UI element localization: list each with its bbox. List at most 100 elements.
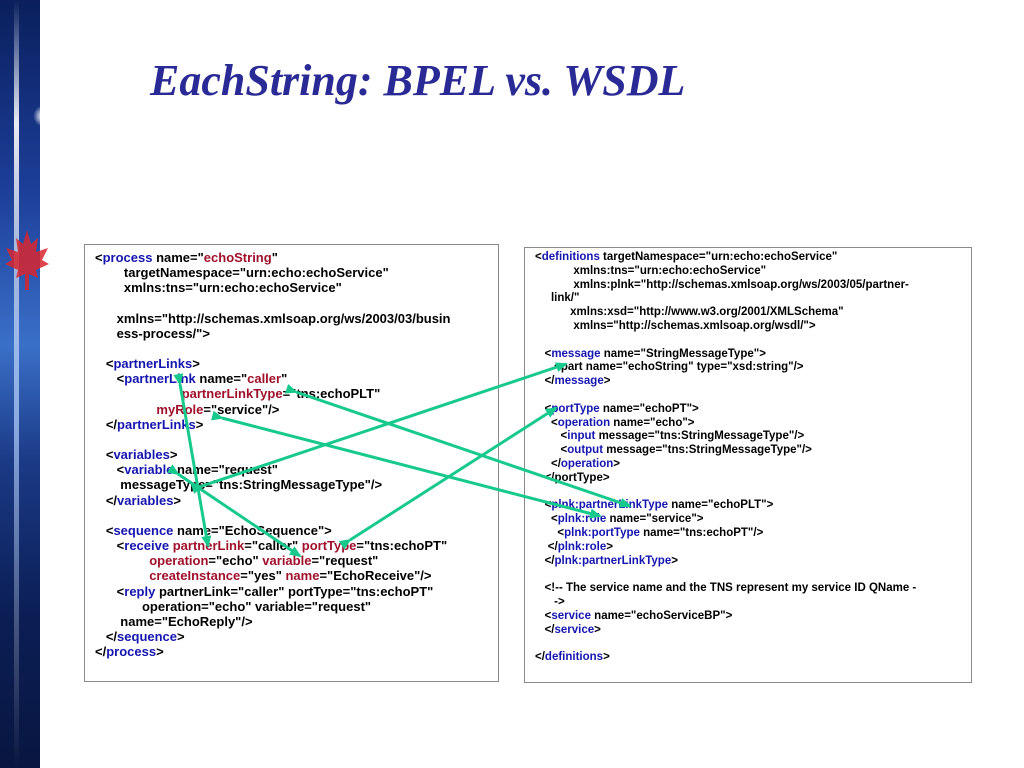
- code-text: targetNamespace="urn:echo:echoService": [95, 265, 389, 281]
- code-text: </: [95, 629, 118, 645]
- code-text: >: [192, 356, 200, 372]
- code-text: <: [535, 526, 565, 539]
- wsdl-code-line: </message>: [535, 375, 971, 389]
- code-text: <part name="echoString" type="xsd:string…: [535, 361, 804, 374]
- wsdl-code-line: </plnk:partnerLinkType>: [535, 555, 971, 569]
- code-text: ="echo": [208, 553, 263, 569]
- bpel-code-line: xmlns:tns="urn:echo:echoService": [95, 280, 498, 295]
- element-keyword: plnk:role: [557, 513, 607, 526]
- wsdl-code-line: <plnk:partnerLinkType name="echoPLT">: [535, 499, 971, 513]
- code-text: [95, 386, 182, 401]
- attribute-name: portType: [301, 538, 357, 554]
- bpel-code-line: targetNamespace="urn:echo:echoService": [95, 265, 498, 280]
- wsdl-code-line: xmlns:xsd="http://www.w3.org/2001/XMLSch…: [535, 306, 971, 320]
- element-keyword: message: [551, 347, 601, 360]
- wsdl-code-line: ->: [535, 596, 971, 610]
- code-text: <: [95, 522, 114, 538]
- code-text: ="service"/>: [203, 401, 280, 417]
- code-text: </: [535, 623, 555, 636]
- bpel-code-line: </process>: [95, 644, 498, 659]
- bpel-code-line: operation="echo" variable="request": [95, 599, 498, 614]
- bpel-code-line: <variable name="request": [95, 462, 498, 477]
- code-text: >: [603, 375, 611, 388]
- element-keyword: output: [567, 444, 604, 457]
- element-keyword: sequence: [113, 522, 174, 538]
- code-text: >: [603, 651, 610, 664]
- code-text: xmlns:tns="urn:echo:echoService": [535, 264, 767, 277]
- element-keyword: portType: [551, 402, 600, 415]
- code-text: message="tns:StringMessageType"/>: [603, 444, 812, 457]
- bpel-code-line: partnerLinkType="tns:echoPLT": [95, 386, 498, 401]
- code-text: name="StringMessageType">: [600, 347, 766, 360]
- bpel-code-line: myRole="service"/>: [95, 402, 498, 417]
- code-text: <: [535, 416, 558, 429]
- element-keyword: plnk:role: [557, 540, 607, 553]
- code-text: [95, 553, 149, 568]
- element-keyword: plnk:portType: [564, 526, 640, 539]
- bpel-code-line: operation="echo" variable="request": [95, 553, 498, 568]
- element-keyword: variable: [124, 462, 174, 478]
- element-keyword: plnk:partnerLinkType: [551, 499, 669, 512]
- bpel-code-line: </variables>: [95, 493, 498, 508]
- code-text: [95, 402, 156, 417]
- bpel-blank-line: [95, 508, 498, 523]
- wsdl-code-line: <output message="tns:StringMessageType"/…: [535, 444, 971, 458]
- element-keyword: input: [567, 430, 596, 443]
- bpel-blank-line: [95, 341, 498, 356]
- slide-title: EachString: BPEL vs. WSDL: [150, 56, 686, 105]
- code-text: </: [535, 375, 555, 388]
- wsdl-code-line: </portType>: [535, 472, 971, 486]
- code-text: >: [613, 457, 620, 470]
- code-text: <: [95, 583, 125, 599]
- code-text: ": [281, 371, 288, 387]
- wsdl-code-line: <message name="StringMessageType">: [535, 348, 971, 362]
- bpel-code-line: name="EchoReply"/>: [95, 614, 498, 629]
- bpel-code-line: <partnerLink name="caller": [95, 371, 498, 386]
- code-text: >: [173, 492, 182, 508]
- bpel-code-line: <receive partnerLink="caller" portType="…: [95, 538, 498, 553]
- bpel-code-line: xmlns="http://schemas.xmlsoap.org/ws/200…: [95, 311, 498, 326]
- attribute-name: operation: [149, 553, 209, 569]
- element-keyword: sequence: [117, 629, 178, 645]
- wsdl-code-line: xmlns:tns="urn:echo:echoService": [535, 265, 971, 279]
- code-text: ="request": [311, 553, 379, 569]
- attribute-name: partnerLink: [172, 538, 245, 554]
- code-text: </: [95, 416, 118, 432]
- bpel-code-line: </sequence>: [95, 629, 498, 644]
- attribute-name: createInstance: [149, 568, 241, 584]
- wsdl-code-line: xmlns="http://schemas.xmlsoap.org/wsdl/"…: [535, 320, 971, 334]
- code-text: name=": [152, 250, 204, 265]
- element-keyword: variables: [117, 492, 174, 508]
- bpel-code-panel: <process name="echoString" targetNamespa…: [84, 244, 499, 682]
- element-keyword: definitions: [541, 251, 600, 263]
- code-text: name="echoPT">: [599, 402, 699, 415]
- code-text: [95, 568, 149, 583]
- code-text: targetNamespace="urn:echo:echoService": [599, 251, 838, 263]
- code-text: <: [95, 447, 114, 463]
- attribute-name: name: [285, 568, 320, 584]
- code-text: <!-- The service name and the TNS repres…: [535, 582, 917, 595]
- code-text: </portType>: [535, 471, 610, 484]
- code-text: ->: [535, 595, 565, 608]
- code-text: message="tns:StringMessageType"/>: [595, 430, 805, 443]
- wsdl-code-line: </service>: [535, 624, 971, 638]
- element-keyword: partnerLink: [124, 371, 196, 387]
- code-text: ="tns:echoPT": [356, 538, 448, 554]
- bpel-code-line: <partnerLinks>: [95, 356, 498, 371]
- wsdl-blank-line: [535, 389, 971, 403]
- light-band: [14, 0, 19, 768]
- wsdl-blank-line: [535, 486, 971, 500]
- element-keyword: plnk:partnerLinkType: [554, 554, 672, 567]
- bpel-code-line: ess-process/">: [95, 326, 498, 341]
- code-text: <: [535, 609, 552, 622]
- code-text: >: [671, 554, 678, 567]
- code-text: </: [535, 540, 558, 553]
- code-text: link/": [535, 292, 580, 305]
- code-text: name="tns:echoPT"/>: [639, 526, 764, 539]
- wsdl-code-line: <input message="tns:StringMessageType"/>: [535, 430, 971, 444]
- code-text: <: [535, 402, 552, 415]
- bpel-code-line: <reply partnerLink="caller" portType="tn…: [95, 584, 498, 599]
- wsdl-blank-line: [535, 568, 971, 582]
- code-text: ="EchoReceive"/>: [319, 568, 432, 584]
- code-text: >: [195, 416, 204, 432]
